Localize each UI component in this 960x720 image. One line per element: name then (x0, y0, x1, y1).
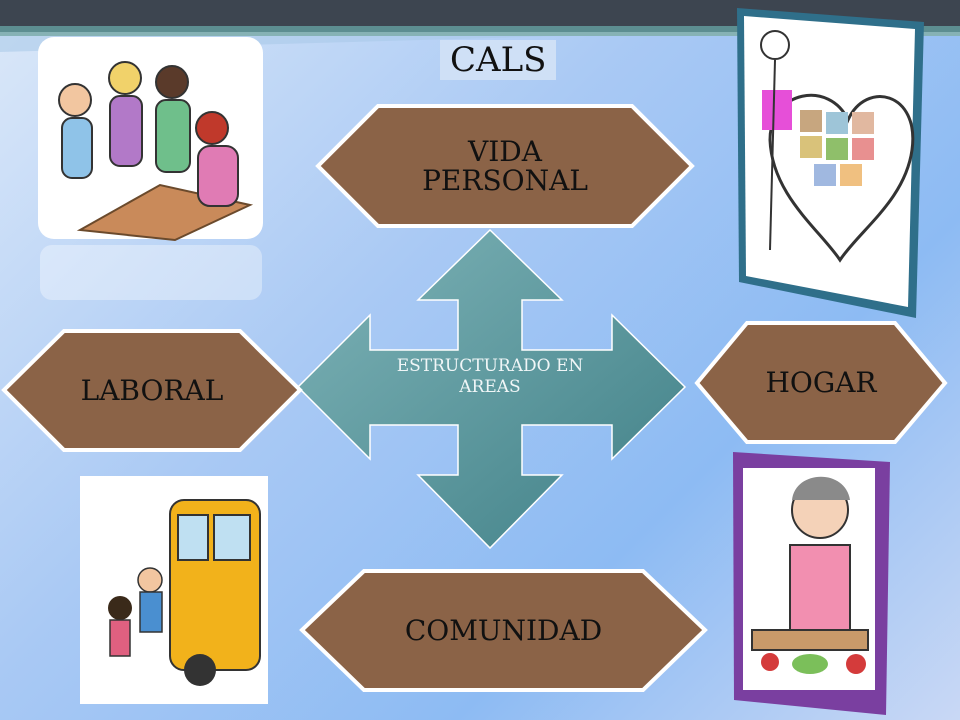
group-celebration-illustration (38, 37, 263, 300)
vida-personal-line2: PERSONAL (422, 164, 588, 197)
hexagon-hogar[interactable] (694, 321, 948, 444)
four-way-arrow (296, 228, 687, 550)
hexagon-label-comunidad[interactable]: COMUNIDAD (404, 613, 603, 647)
school-bus-illustration (80, 476, 268, 704)
top-stripe-light (0, 32, 960, 36)
hexagon-comunidad[interactable] (299, 569, 708, 692)
vida-personal-line1: VIDA (468, 134, 542, 168)
hexagon-label-laboral[interactable]: LABORAL (80, 373, 224, 407)
center-label: ESTRUCTURADO EN AREAS (360, 356, 620, 399)
hexagon-label-vida-personal[interactable]: VIDA PERSONAL (378, 106, 632, 226)
hexagon-vida-personal[interactable] (315, 104, 695, 228)
center-label-line2: AREAS (459, 377, 521, 398)
hexagon-laboral[interactable] (1, 329, 303, 452)
hexagon-label-hogar[interactable]: HOGAR (765, 365, 877, 399)
top-stripe (0, 26, 960, 32)
page-title: CALS (440, 40, 557, 80)
center-label-line1: ESTRUCTURADO EN (396, 356, 584, 376)
health-heart-collage (737, 8, 924, 318)
cooking-woman-illustration (733, 452, 890, 715)
